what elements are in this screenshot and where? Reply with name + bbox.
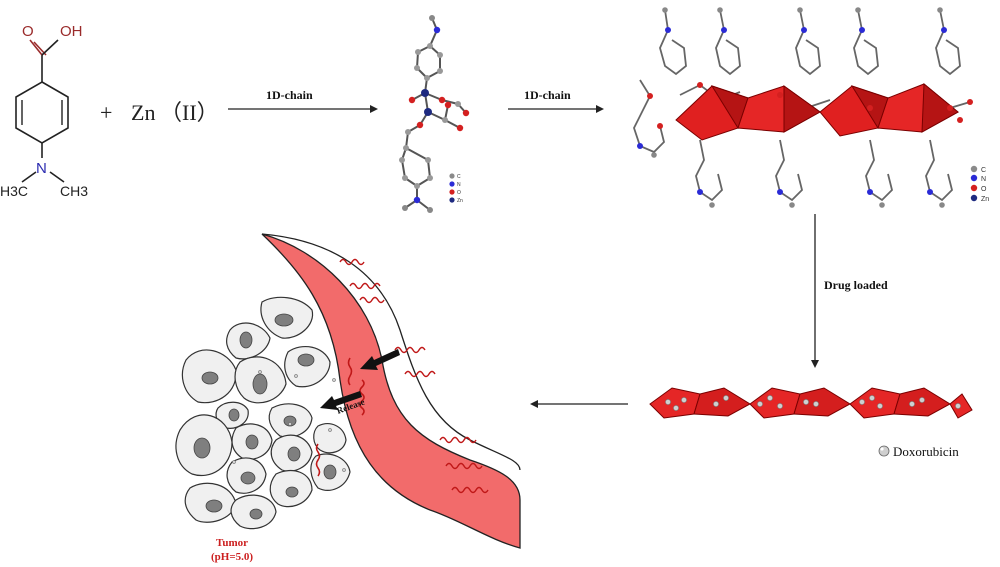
atom-legend: C N O Zn	[970, 165, 989, 203]
dmaba-molecule: O OH N H3C CH3	[0, 23, 88, 199]
arrow-3-label: Drug loaded	[824, 278, 888, 292]
drug-helices-in-vessel	[339, 258, 489, 494]
arrow-1	[228, 105, 378, 113]
tumor-cells	[175, 296, 351, 530]
doxorubicin-label: Doxorubicin	[893, 444, 959, 459]
chain-polyhedra	[675, 82, 959, 141]
methyl-left-label: H3C	[0, 183, 28, 199]
hydroxyl-label: OH	[60, 23, 83, 40]
arrow-4	[530, 400, 628, 408]
plus-sign: +	[100, 100, 112, 125]
atom-legend-small: C N O Zn	[449, 173, 463, 204]
chain-atoms	[637, 7, 973, 208]
legend-small-c: C	[457, 174, 461, 180]
doxorubicin-particles	[665, 395, 961, 411]
coordination-unit-atoms	[399, 15, 470, 213]
legend-small-o: O	[457, 190, 461, 196]
amine-n-label: N	[36, 160, 47, 177]
arrow-1-label: 1D-chain	[266, 88, 313, 102]
methyl-right-label: CH3	[60, 183, 88, 199]
arrow-3	[811, 214, 819, 368]
release-arrows	[320, 349, 400, 410]
legend-o-label: O	[981, 186, 987, 193]
doxorubicin-legend: Doxorubicin	[878, 444, 959, 459]
arrow-2-label: 1D-chain	[524, 88, 571, 102]
zinc-label: Zn	[131, 100, 155, 125]
arrow-2	[508, 105, 604, 113]
legend-zn-label: Zn	[981, 196, 989, 203]
drug-loaded-chain	[649, 387, 973, 419]
legend-n-label: N	[981, 176, 986, 183]
legend-c-label: C	[981, 167, 986, 174]
legend-small-zn: Zn	[457, 198, 463, 204]
tumor-nuclei	[193, 313, 337, 520]
released-drug-particles	[232, 370, 346, 472]
carbonyl-o-label: O	[22, 23, 34, 40]
oxidation-state-label: （II）	[160, 100, 219, 125]
blood-vessel	[261, 233, 521, 549]
tumor-ph-label: (pH=5.0)	[211, 551, 253, 563]
released-drug-helices	[315, 357, 365, 477]
legend-small-n: N	[457, 182, 461, 188]
tumor-label: Tumor	[216, 537, 248, 549]
